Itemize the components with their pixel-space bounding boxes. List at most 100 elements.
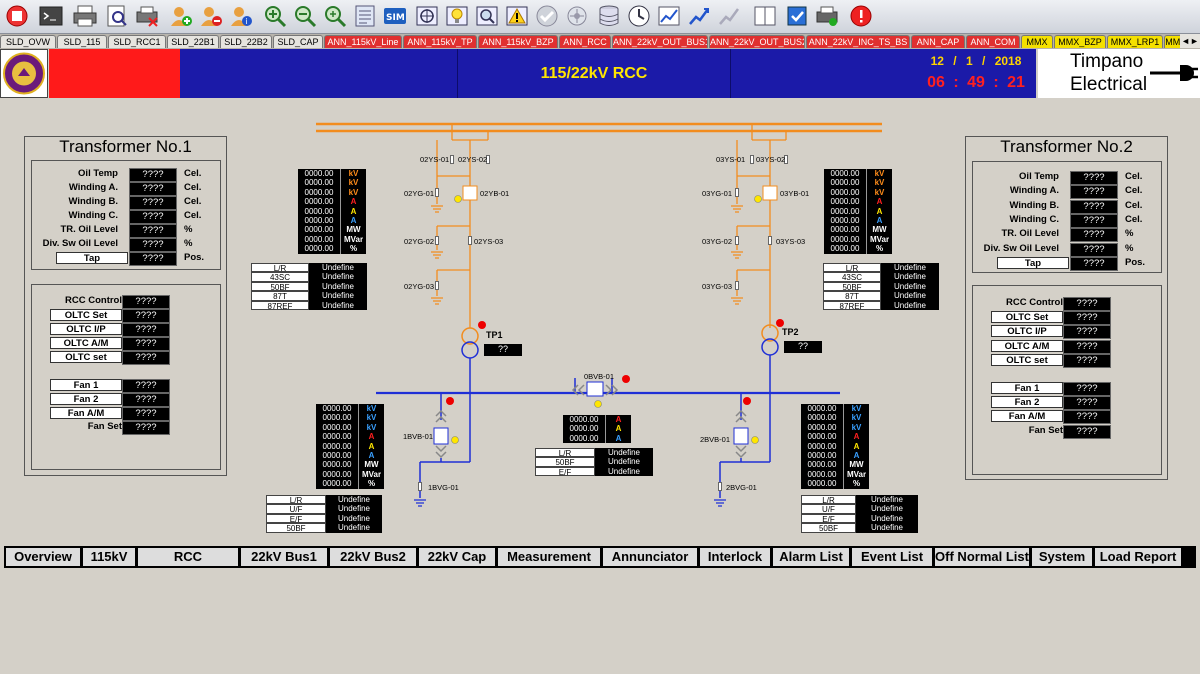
control-value[interactable]: ????	[1063, 297, 1111, 311]
meas-value: 0000.00	[824, 197, 867, 207]
check-doc-icon[interactable]	[784, 4, 810, 28]
alarm-dot-1bvb[interactable]	[446, 397, 454, 405]
tab-mmx-lrp1[interactable]: MMX_LRP1	[1107, 35, 1163, 48]
alarm-indicator[interactable]	[49, 49, 180, 98]
switch-03yg-03[interactable]	[735, 281, 739, 290]
tab-sld-ovw[interactable]: SLD_OVW	[0, 35, 56, 48]
user-remove-icon[interactable]	[198, 4, 224, 28]
tab-ann-com[interactable]: ANN_COM	[966, 35, 1020, 48]
switch-02yg-03[interactable]	[435, 281, 439, 290]
tab-sld-115[interactable]: SLD_115	[57, 35, 107, 48]
nav-off-normal-list[interactable]: Off Normal List	[935, 548, 1031, 566]
control-value[interactable]: ????	[122, 351, 170, 365]
tab-sld-cap[interactable]: SLD_CAP	[273, 35, 323, 48]
alarm-dot-2bvb[interactable]	[743, 397, 751, 405]
tab-ann-22kv-inc-ts-bs[interactable]: ANN_22kV_INC_TS_BS	[806, 35, 910, 48]
switch-02ys-01[interactable]	[450, 155, 454, 164]
trend-icon[interactable]	[656, 4, 682, 28]
list-icon[interactable]	[352, 4, 378, 28]
control-value[interactable]: ????	[1063, 311, 1111, 326]
nav-measurement[interactable]: Measurement	[498, 548, 602, 566]
nav-system[interactable]: System	[1032, 548, 1094, 566]
switch-02ys-02[interactable]	[486, 155, 490, 164]
switch-03yg-02[interactable]	[735, 236, 739, 245]
nav-22kv-cap[interactable]: 22kV Cap	[419, 548, 497, 566]
clock-icon[interactable]	[626, 4, 652, 28]
nav-event-list[interactable]: Event List	[852, 548, 934, 566]
alarm-dot-tp2[interactable]	[776, 319, 784, 327]
control-value[interactable]: ????	[1063, 424, 1111, 439]
warning-icon[interactable]	[504, 4, 530, 28]
database-icon[interactable]	[596, 4, 622, 28]
nav-load-report[interactable]: Load Report	[1095, 548, 1183, 566]
split-icon[interactable]	[752, 4, 778, 28]
tab-sld-22b2[interactable]: SLD_22B2	[220, 35, 272, 48]
nav-annunciator[interactable]: Annunciator	[603, 548, 699, 566]
tab-mmx[interactable]: MMX	[1021, 35, 1053, 48]
control-value[interactable]: ????	[1063, 339, 1111, 354]
control-value[interactable]: ????	[122, 337, 170, 351]
control-value[interactable]: ????	[122, 379, 170, 393]
target-icon[interactable]	[414, 4, 440, 28]
control-value[interactable]: ????	[122, 407, 170, 421]
switch-02yg-02[interactable]	[435, 236, 439, 245]
tab-ann-115kv-tp[interactable]: ANN_115kV_TP	[403, 35, 477, 48]
network-icon[interactable]	[564, 4, 590, 28]
zoom-fit-icon[interactable]	[322, 4, 348, 28]
zoom-out-icon[interactable]	[292, 4, 318, 28]
tab-ann-cap[interactable]: ANN_CAP	[911, 35, 965, 48]
tab-ann-115kv-bzp[interactable]: ANN_115kV_BZP	[478, 35, 558, 48]
chart-icon[interactable]	[716, 4, 742, 28]
control-value[interactable]: ????	[122, 295, 170, 309]
nav-rcc[interactable]: RCC	[138, 548, 240, 566]
control-value[interactable]: ????	[1063, 353, 1111, 368]
alarm-dot-tp1[interactable]	[478, 321, 486, 329]
switch-03ys-02[interactable]	[784, 155, 788, 164]
print-preview-icon[interactable]	[104, 4, 130, 28]
nav-interlock[interactable]: Interlock	[700, 548, 772, 566]
user-info-icon[interactable]: i	[228, 4, 254, 28]
print-icon[interactable]	[72, 4, 98, 28]
tab-sld-22b1[interactable]: SLD_22B1	[167, 35, 219, 48]
control-value[interactable]: ????	[122, 309, 170, 323]
sim-icon[interactable]: SIM	[382, 4, 408, 28]
nav-alarm-list[interactable]: Alarm List	[773, 548, 851, 566]
alarm-icon[interactable]	[848, 4, 874, 28]
tab-scroll-arrows[interactable]: ◄►	[1180, 34, 1200, 48]
zoom-in-icon[interactable]	[262, 4, 288, 28]
switch-03ys-01[interactable]	[750, 155, 754, 164]
switch-2bvg-01[interactable]	[718, 482, 722, 491]
tab-mmx-bzp[interactable]: MMX_BZP	[1054, 35, 1106, 48]
user-add-icon[interactable]	[168, 4, 194, 28]
print-setup-icon[interactable]	[134, 4, 160, 28]
nav-115kv[interactable]: 115kV	[83, 548, 137, 566]
control-value[interactable]: ????	[1063, 410, 1111, 425]
tab-ann-22kv-out-bus1[interactable]: ANN_22kV_OUT_BUS1	[612, 35, 708, 48]
find-icon[interactable]	[474, 4, 500, 28]
control-value[interactable]: ????	[1063, 382, 1111, 396]
nav-22kv-bus1[interactable]: 22kV Bus1	[241, 548, 329, 566]
alarm-dot-0bvb[interactable]	[622, 375, 630, 383]
printer-doc-icon[interactable]	[814, 4, 840, 28]
switch-03yg-01[interactable]	[735, 188, 739, 197]
control-value[interactable]: ????	[1063, 396, 1111, 411]
tab-sld-rcc1[interactable]: SLD_RCC1	[108, 35, 166, 48]
stop-icon[interactable]	[4, 4, 30, 28]
control-value[interactable]: ????	[122, 323, 170, 337]
switch-02ys-03[interactable]	[468, 236, 472, 245]
switch-02yg-01[interactable]	[435, 188, 439, 197]
check-icon[interactable]	[534, 4, 560, 28]
bulb-icon[interactable]	[444, 4, 470, 28]
tab-ann-115kv-line[interactable]: ANN_115kV_Line	[324, 35, 402, 48]
control-value[interactable]: ????	[1063, 325, 1111, 340]
nav-22kv-bus2[interactable]: 22kV Bus2	[330, 548, 418, 566]
trend-up-icon[interactable]	[686, 4, 712, 28]
tab-ann-22kv-out-bus2[interactable]: ANN_22kV_OUT_BUS2	[709, 35, 805, 48]
nav-overview[interactable]: Overview	[6, 548, 82, 566]
switch-1bvg-01[interactable]	[418, 482, 422, 491]
tab-ann-rcc[interactable]: ANN_RCC	[559, 35, 611, 48]
control-value[interactable]: ????	[122, 421, 170, 435]
control-value[interactable]: ????	[122, 393, 170, 407]
switch-03ys-03[interactable]	[768, 236, 772, 245]
terminal-icon[interactable]	[38, 4, 64, 28]
